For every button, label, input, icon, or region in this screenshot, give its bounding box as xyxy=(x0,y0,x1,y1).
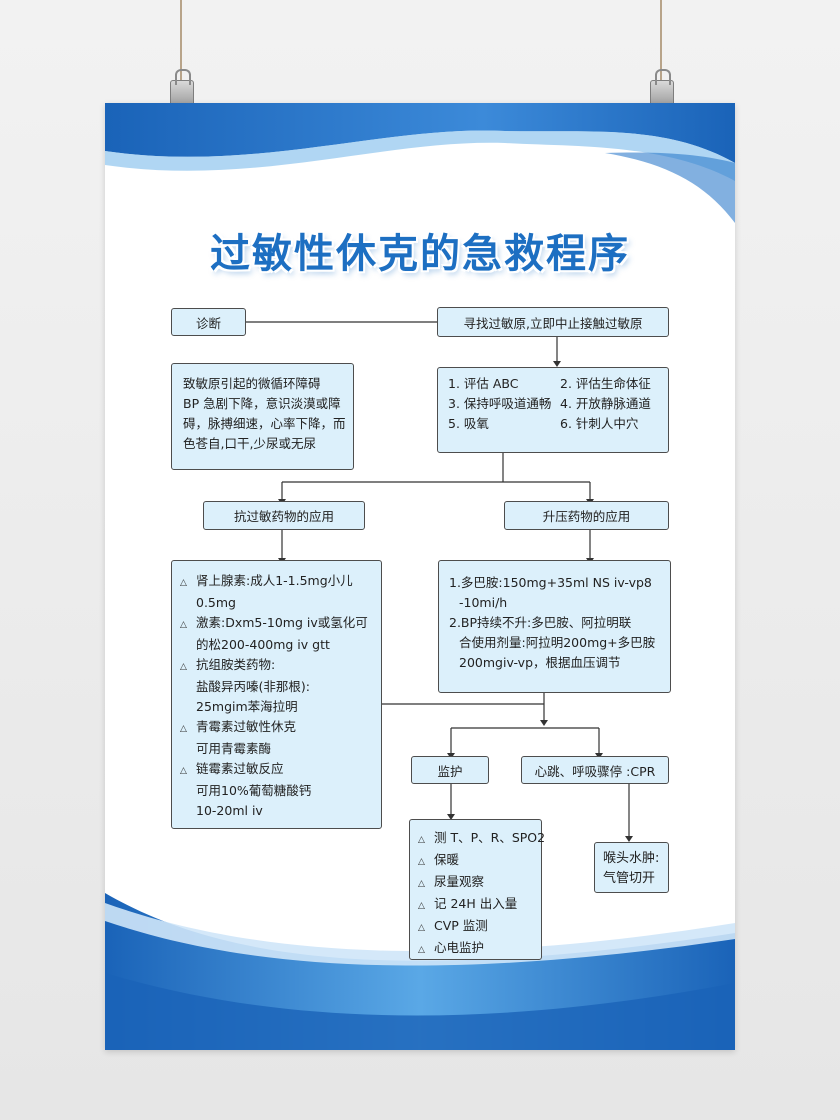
steps-box: 1. 评估 ABC 2. 评估生命体征 3. 保持呼吸道通畅 4. 开放静脉通道 5… xyxy=(437,367,669,453)
triangle-bullet-icon: △ xyxy=(418,835,425,845)
triangle-bullet-icon: △ xyxy=(180,724,187,734)
vasopressor-list-box: 1.多巴胺:150mg+35ml NS iv-vp8 -10mi/h 2.BP持… xyxy=(438,560,671,693)
triangle-bullet-icon: △ xyxy=(180,662,187,672)
monitor-item: 记 24H 出入量 xyxy=(434,896,518,911)
larynx-edema-box: 喉头水肿: 气管切开 xyxy=(594,842,669,893)
steps-row: 5. 吸氧 6. 针刺人中穴 xyxy=(448,414,668,434)
antiallergy-line: 可用10%葡萄糖酸钙 xyxy=(196,783,312,798)
triangle-bullet-icon: △ xyxy=(418,879,425,889)
diagnosis-detail-line: 碍，脉搏细速，心率下降，而 xyxy=(183,416,346,431)
monitor-title: 监护 xyxy=(437,763,463,779)
antiallergy-line: 抗组胺类药物: xyxy=(196,657,276,672)
monitor-item: 测 T、P、R、SPO2 xyxy=(434,830,546,845)
monitor-list-box: △ 测 T、P、R、SPO2 △ 保暖 △ 尿量观察 △ 记 24H 出入量 △ CVP … xyxy=(409,819,546,960)
antiallergy-list-box: △ 肾上腺素:成人1-1.5mg小儿 0.5mg △ 激素:Dxm5-10mg iv… xyxy=(171,560,382,829)
vasopressor-line: -10mi/h xyxy=(459,595,508,610)
monitor-title-box: 监护 xyxy=(411,756,489,784)
cpr-title-box: 心跳、呼吸骤停 :CPR xyxy=(521,756,669,784)
step-item: 4. 开放静脉通道 xyxy=(560,396,651,411)
flowchart-connectors xyxy=(246,321,633,842)
triangle-bullet-icon: △ xyxy=(418,923,425,933)
hanging-string-right xyxy=(660,0,662,80)
antiallergy-line: 盐酸异丙嗪(非那根): xyxy=(196,679,310,694)
antiallergy-title-box: 抗过敏药物的应用 xyxy=(203,501,365,530)
steps-row: 3. 保持呼吸道通畅 4. 开放静脉通道 xyxy=(448,394,668,414)
step-item: 3. 保持呼吸道通畅 xyxy=(448,396,552,411)
monitor-item: 保暖 xyxy=(434,852,460,867)
triangle-bullet-icon: △ xyxy=(180,620,187,630)
vasopressor-title-box: 升压药物的应用 xyxy=(504,501,669,530)
vasopressor-line: 2.BP持续不升:多巴胺、阿拉明联 xyxy=(449,615,632,630)
arrow-down-icon xyxy=(447,814,455,820)
antiallergy-line: 可用青霉素酶 xyxy=(196,741,272,756)
vasopressor-line: 200mgiv-vp，根据血压调节 xyxy=(459,655,621,670)
step-item: 1. 评估 ABC xyxy=(448,376,519,391)
antiallergy-line: 0.5mg xyxy=(196,595,236,610)
wave-decoration xyxy=(105,103,735,1050)
antiallergy-line: 25mgim苯海拉明 xyxy=(196,699,298,714)
find-allergen-label: 寻找过敏原,立即中止接触过敏原 xyxy=(463,315,643,331)
diagnosis-box: 诊断 xyxy=(171,308,246,336)
triangle-bullet-icon: △ xyxy=(418,945,425,955)
step-item: 2. 评估生命体征 xyxy=(560,376,651,391)
steps-row: 1. 评估 ABC 2. 评估生命体征 xyxy=(448,374,668,394)
diagnosis-detail-line: 致敏原引起的微循环障碍 xyxy=(183,376,321,391)
antiallergy-line: 10-20ml iv xyxy=(196,803,263,818)
monitor-item: CVP 监测 xyxy=(434,918,488,933)
triangle-bullet-icon: △ xyxy=(180,766,187,776)
page-title: 过敏性休克的急救程序 xyxy=(210,231,630,277)
find-allergen-box: 寻找过敏原,立即中止接触过敏原 xyxy=(437,307,669,337)
antiallergy-line: 链霉素过敏反应 xyxy=(196,761,284,776)
diagnosis-detail-box: 致敏原引起的微循环障碍 BP 急剧下降，意识淡漠或障 碍，脉搏细速，心率下降，而… xyxy=(171,363,354,470)
diagnosis-label: 诊断 xyxy=(195,315,221,331)
diagnosis-detail-line: BP 急剧下降，意识淡漠或障 xyxy=(183,396,341,411)
antiallergy-line: 激素:Dxm5-10mg iv或氢化可 xyxy=(196,615,368,630)
arrow-down-icon xyxy=(625,836,633,842)
cpr-title: 心跳、呼吸骤停 :CPR xyxy=(534,763,656,779)
step-item: 5. 吸氧 xyxy=(448,416,489,431)
monitor-item: 尿量观察 xyxy=(434,874,485,889)
diagnosis-detail-line: 色苍自,口干,少尿或无尿 xyxy=(183,436,316,451)
monitor-item: 心电监护 xyxy=(434,940,485,955)
step-item: 6. 针刺人中穴 xyxy=(560,416,639,431)
vasopressor-title: 升压药物的应用 xyxy=(542,509,631,524)
vasopressor-line: 合使用剂量:阿拉明200mg+多巴胺 xyxy=(459,635,656,650)
larynx-edema-line: 气管切开 xyxy=(603,871,656,886)
triangle-bullet-icon: △ xyxy=(418,857,425,867)
arrow-down-icon xyxy=(553,361,561,367)
antiallergy-line: 的松200-400mg iv gtt xyxy=(196,637,330,652)
antiallergy-title: 抗过敏药物的应用 xyxy=(233,509,334,524)
triangle-bullet-icon: △ xyxy=(418,901,425,911)
hanging-string-left xyxy=(180,0,182,80)
vasopressor-line: 1.多巴胺:150mg+35ml NS iv-vp8 xyxy=(449,575,652,590)
larynx-edema-line: 喉头水肿: xyxy=(603,851,660,866)
triangle-bullet-icon: △ xyxy=(180,578,187,588)
arrow-down-icon xyxy=(540,720,548,726)
antiallergy-line: 青霉素过敏性休克 xyxy=(196,719,297,734)
poster: 过敏性休克的急救程序 xyxy=(105,103,735,1050)
antiallergy-line: 肾上腺素:成人1-1.5mg小儿 xyxy=(196,573,353,588)
